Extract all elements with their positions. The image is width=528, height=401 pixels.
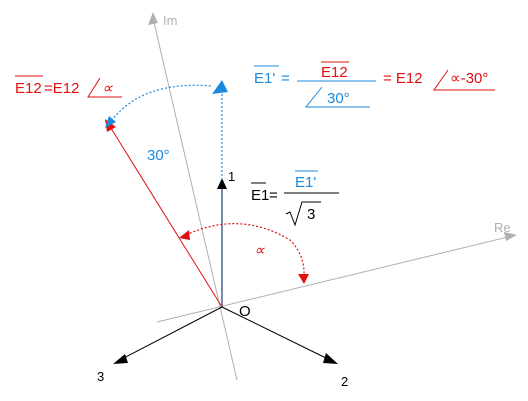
formula-e1p-eq2: = E12 [383, 70, 423, 87]
im-axis-arrowhead [148, 12, 158, 25]
formula-e1p-den: 30° [327, 90, 350, 107]
phasor-3-arrowhead [113, 354, 128, 364]
rotation-arc-30-arrowhead-start [105, 116, 116, 128]
phasor-e1-arrowhead [217, 178, 227, 189]
phasor-3 [119, 306, 223, 361]
point-3-label: 3 [97, 369, 104, 384]
formula-e1-sqrt-symbol [285, 201, 321, 227]
angle-alpha-label: ∝ [254, 242, 265, 259]
angle-arc-alpha-arrowhead-start [179, 230, 190, 240]
re-axis [156, 235, 513, 323]
formula-e1p-num: E12 [321, 64, 348, 81]
formula-e1p-angle-symbol [304, 86, 370, 108]
formula-e12-lhs: E12 [15, 80, 42, 97]
point-1-label: 1 [228, 169, 235, 184]
formula-e1-eq: = [269, 187, 278, 204]
formula-e1p-angle: ∝-30° [450, 70, 488, 87]
formula-e1-den: 3 [307, 206, 315, 223]
formula-e12: E12 =E12 ∝ [15, 75, 122, 98]
formula-e1p-angle-symbol-2 [433, 69, 495, 91]
re-axis-arrowhead [504, 232, 517, 241]
im-axis [152, 17, 238, 381]
phasor-e12 [108, 124, 223, 308]
origin-label: O [239, 303, 251, 320]
angle-arc-alpha-arrowhead-end [298, 274, 309, 284]
angle-30-label: 30° [147, 147, 170, 164]
formula-e12-angle: ∝ [102, 80, 113, 97]
re-axis-label: Re [494, 220, 511, 235]
phasor-2 [221, 306, 331, 361]
formula-e1p-eq: = [281, 70, 290, 87]
formula-e1-prime: E1' = E12 30° = E12 ∝-30° [254, 61, 495, 108]
formula-e1-num: E1' [295, 174, 316, 191]
formula-e1p-lhs: E1' [254, 70, 275, 87]
rotation-arc-30 [108, 84, 213, 125]
phasor-e1-prime-arrowhead [212, 80, 228, 94]
im-axis-label: Im [163, 13, 177, 28]
formula-e1-lhs: E1 [251, 187, 269, 204]
phasor-2-arrowhead [323, 353, 338, 364]
angle-arc-alpha [185, 223, 305, 277]
formula-e1: E1 = E1' 3 [251, 170, 339, 227]
formula-e12-angle-symbol [87, 77, 122, 98]
point-2-label: 2 [341, 374, 348, 389]
formula-e12-eq: =E12 [44, 80, 79, 97]
